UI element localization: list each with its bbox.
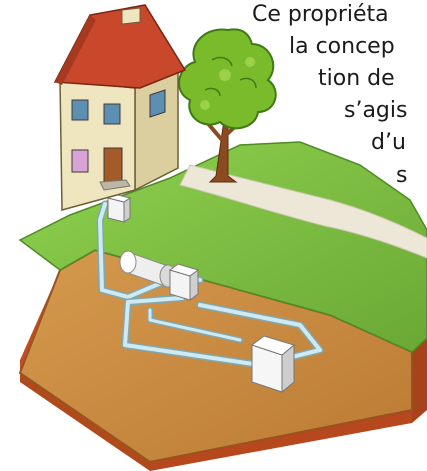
distribution-box	[168, 263, 200, 301]
text-line: tion de	[318, 66, 395, 91]
treatment-box	[250, 335, 296, 394]
tree	[178, 28, 277, 183]
text-line: Ce propriéta	[252, 2, 389, 27]
text-line: la concep	[289, 34, 395, 59]
house	[53, 4, 187, 211]
text-line: s’agis	[344, 98, 408, 123]
text-line: s	[396, 163, 408, 188]
inspection-box	[106, 193, 132, 223]
text-line: d’u	[371, 130, 406, 155]
garden-path	[179, 164, 427, 259]
